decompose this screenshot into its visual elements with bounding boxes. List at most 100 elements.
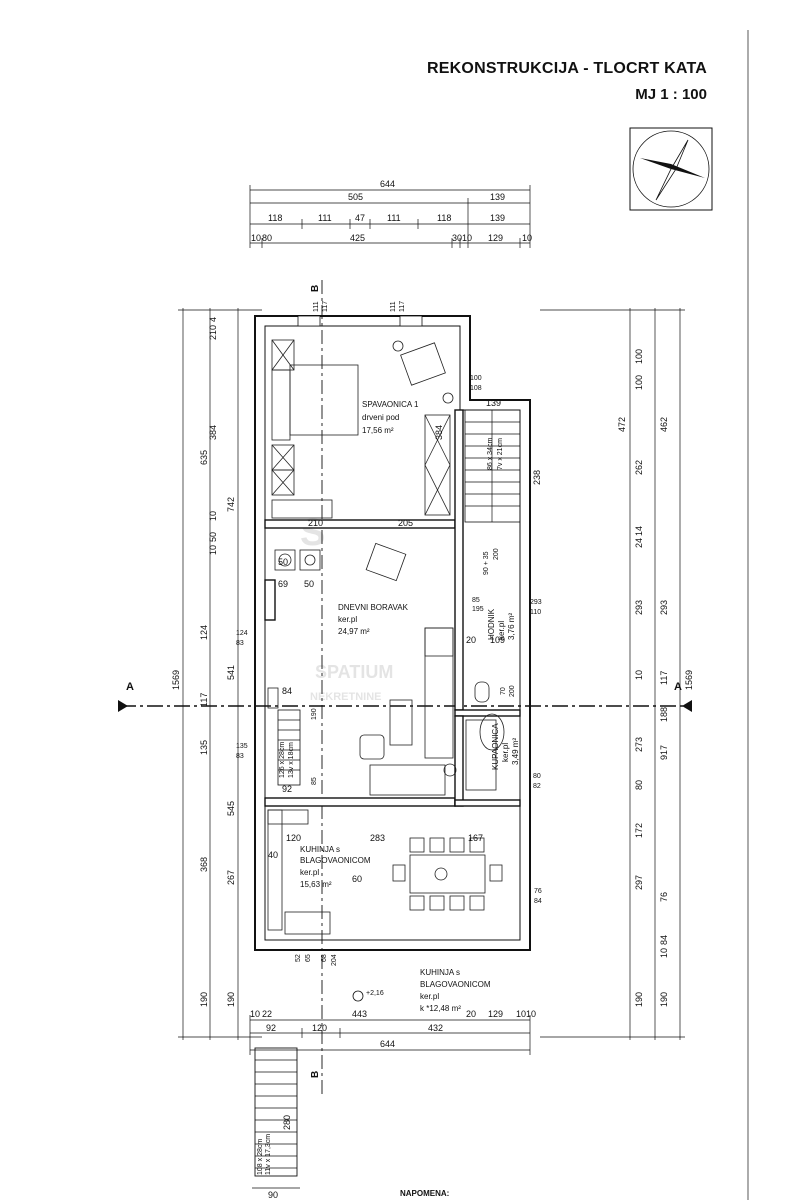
north-arrow-icon	[629, 127, 713, 211]
toilet-icon	[474, 681, 490, 703]
dim-right-188: 188	[659, 707, 669, 722]
right-dimensions: 100 100 262 14 24 293 10 273 80 172 297 …	[540, 308, 694, 1040]
idim-80: 80	[533, 773, 541, 780]
dim-top-425: 425	[350, 233, 365, 243]
dim-left-1569: 1569	[171, 670, 181, 690]
bedroom-furniture	[271, 339, 454, 519]
section-a-right: A	[674, 681, 682, 693]
idim-293: 293	[530, 599, 542, 606]
stair-top-right	[464, 409, 521, 523]
idim-20: 20	[466, 635, 476, 645]
idim-50b: 50	[304, 579, 314, 589]
note-label: NAPOMENA:	[400, 1189, 449, 1198]
bottom-dimensions: 10 22 443 20 129 10 10 92 120 432 644	[249, 1009, 536, 1055]
idim-85: 85	[472, 597, 480, 604]
idim-200: 200	[493, 548, 500, 560]
dim-top-10a: 10	[251, 233, 261, 243]
dim-top-30: 30	[452, 233, 462, 243]
room-kitchen-name2: BLAGOVAONICOM	[300, 856, 371, 865]
dim-top-80: 80	[262, 233, 272, 243]
drawing-title: REKONSTRUKCIJA - TLOCRT KATA	[427, 60, 707, 77]
room-hall-area: 3,76 m²	[507, 613, 516, 640]
section-b-bottom: B	[310, 1071, 321, 1078]
idim-135: 135	[236, 743, 248, 750]
idim-117b: 117	[399, 301, 406, 312]
dim-top-139b: 139	[490, 213, 505, 223]
idim-83a: 83	[236, 640, 244, 647]
dim-bot-22: 22	[262, 1009, 272, 1019]
idim-82: 82	[533, 783, 541, 790]
dim-left-50: 50	[208, 532, 218, 542]
idim-60: 60	[352, 874, 362, 884]
dim-bot-432: 432	[428, 1023, 443, 1033]
bathtub-icon	[479, 713, 505, 751]
room-terrace-area: k *12,48 m²	[420, 1004, 461, 1013]
stair-inner	[277, 709, 301, 786]
dim-right-80: 80	[634, 780, 644, 790]
dim-right-293a: 293	[634, 600, 644, 615]
idim-65: 65	[305, 954, 312, 962]
dim-right-462: 462	[659, 417, 669, 432]
dim-top-118a: 118	[268, 213, 282, 223]
room-bedroom-name: SPAVAONICA 1	[362, 400, 419, 409]
dim-right-14: 14	[634, 526, 644, 536]
sofa-icon	[424, 627, 454, 759]
dim-left-190a: 190	[199, 992, 209, 1007]
room-kitchen-name: KUHINJA s	[300, 845, 340, 854]
idim-52: 52	[295, 954, 302, 962]
dim-top-111b: 111	[387, 213, 401, 223]
dim-left-210: 210	[208, 325, 218, 340]
dim-bot-443: 443	[352, 1009, 367, 1019]
room-bedroom-area: 17,56 m²	[362, 426, 394, 435]
idim-92: 92	[282, 784, 292, 794]
idim-205: 205	[398, 518, 413, 528]
dim-right-100b: 100	[634, 375, 644, 390]
top-dimensions: 644 505 139 118 111 47 111 118 139 10 80…	[249, 179, 532, 248]
dim-right-917: 917	[659, 745, 669, 760]
dim-right-1569: 1569	[684, 670, 694, 690]
room-living-floor: ker.pl	[338, 615, 357, 624]
dim-bot-10b: 10	[516, 1009, 526, 1019]
dim-right-190a: 190	[634, 992, 644, 1007]
bed-icon	[289, 364, 359, 436]
idim-84b: 84	[534, 898, 542, 905]
idim-283: 283	[370, 833, 385, 843]
dim-stair-90: 90	[268, 1190, 278, 1200]
room-terrace-floor: ker.pl	[420, 992, 439, 1001]
left-dimensions: 1569 635 124 117 135 545 368 190 742 541…	[171, 308, 262, 1040]
room-bath-floor: ker.pl	[501, 743, 510, 762]
idim-100: 100	[470, 375, 482, 382]
dim-left-541: 541	[226, 665, 236, 680]
room-bedroom-floor: drveni pod	[362, 413, 399, 422]
level-marker-icon	[352, 990, 364, 1002]
armchair-icon	[400, 342, 446, 386]
dim-left-10a: 10	[208, 511, 218, 521]
dim-left-124: 124	[199, 625, 209, 640]
dim-right-100a: 100	[634, 349, 644, 364]
dim-right-10b: 10	[659, 948, 669, 958]
bathroom-fixtures	[465, 681, 505, 791]
idim-108: 108	[470, 385, 482, 392]
idim-195: 195	[472, 606, 484, 613]
drawing-scale: MJ 1 : 100	[635, 86, 707, 103]
dim-right-273: 273	[634, 737, 644, 752]
dim-left-117: 117	[199, 693, 209, 707]
dim-left-4: 4	[208, 317, 218, 322]
dim-top-139a: 139	[490, 192, 505, 202]
living-room-furniture	[267, 542, 457, 796]
idim-69: 69	[278, 579, 288, 589]
idim-68: 68	[321, 954, 328, 962]
dim-left-267: 267	[226, 870, 236, 885]
stair3-label: 108 x 28cm	[257, 1139, 264, 1175]
idim-210: 210	[308, 518, 323, 528]
dim-left-190b: 190	[226, 992, 236, 1007]
idim-level: +2,16	[366, 990, 384, 997]
dim-right-84: 84	[659, 935, 669, 945]
dim-right-172: 172	[634, 823, 644, 838]
idim-200b: 200	[509, 685, 516, 697]
kitchen-furniture	[267, 809, 503, 935]
dim-right-10a: 10	[634, 670, 644, 680]
idim-stair1: 86 x 34cm	[487, 438, 494, 470]
room-kitchen-area: 15,63 m²	[300, 880, 332, 889]
